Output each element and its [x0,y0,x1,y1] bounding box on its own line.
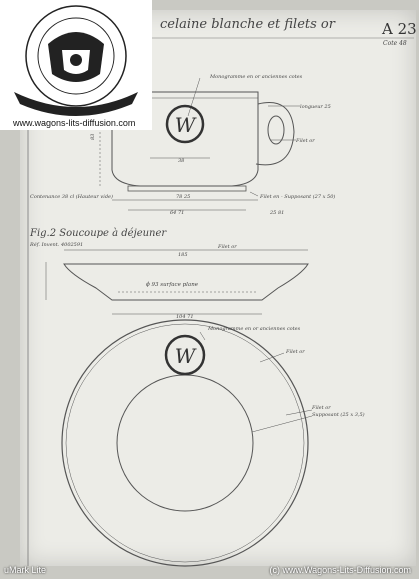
fig2-note-monogram: Monogramme en or anciennes cotes [207,326,301,332]
fig2-note-surface: ϕ 93 surface plane [146,282,199,288]
saucer-outer-rim [61,319,309,567]
fig1-height: 83 [90,134,96,140]
watermark-left: uMark Lite [4,565,47,575]
fig1-dim-base: 64 71 [170,210,184,216]
fig1-dim-right: 25 81 [269,210,284,216]
fig2-saucer-profile [45,249,309,315]
handle-eye [267,115,285,145]
monogram-cup: W [165,104,205,144]
fig1-note-filet: Filet or [295,138,315,144]
saucer-inner-well [116,374,254,512]
fig1-dim-width: 78 25 [176,194,190,200]
monogram-saucer: W [164,334,206,376]
fig2-title: Fig.2 Soucoupe à déjeuner [29,228,167,239]
drawing-title: celaine blanche et filets or [160,17,336,32]
plate-code: A 23 [381,20,417,38]
logo-url: www.wagons-lits-diffusion.com [12,118,137,128]
fig2-note-filet-top: Filet or [217,244,237,250]
plate-sub: Cote 48 [383,40,407,47]
fig1-dim-inner: 38 [178,158,184,164]
monogram-letters: W [175,113,197,137]
fig2-dim-bottom: 104 71 [176,314,194,320]
wagons-lits-emblem [0,0,152,130]
fig1-note-foot: Filet en - Supposant (27 x 50) [259,193,335,200]
fig2-note-filet-right: Filet or [285,349,305,355]
fig2-ref: Réf. Invent. 4002591 [29,241,83,248]
saucer-gold-line [65,323,305,563]
fig2-dim-total: 185 [178,252,188,258]
fig1-note-handle: longueur 25 [300,104,331,110]
fig1-capacity: Contenance 38 cl (Hauteur vide) [30,193,113,200]
fig2-saucer-topview [61,319,313,567]
fig2-note-filet-ring: Filet or [311,405,331,411]
cup-foot [127,185,247,192]
monogram-letters-saucer: W [175,344,197,368]
cup-handle [255,102,295,166]
fig1-note-monogram: Monogramme en or anciennes cotes [209,74,303,80]
watermark-right: (c) www.Wagons-Lits-Diffusion.com [269,565,411,575]
fig2-note-supposant: Supposant (25 x 3,5) [312,411,365,418]
saucer-profile-outline [63,263,309,301]
